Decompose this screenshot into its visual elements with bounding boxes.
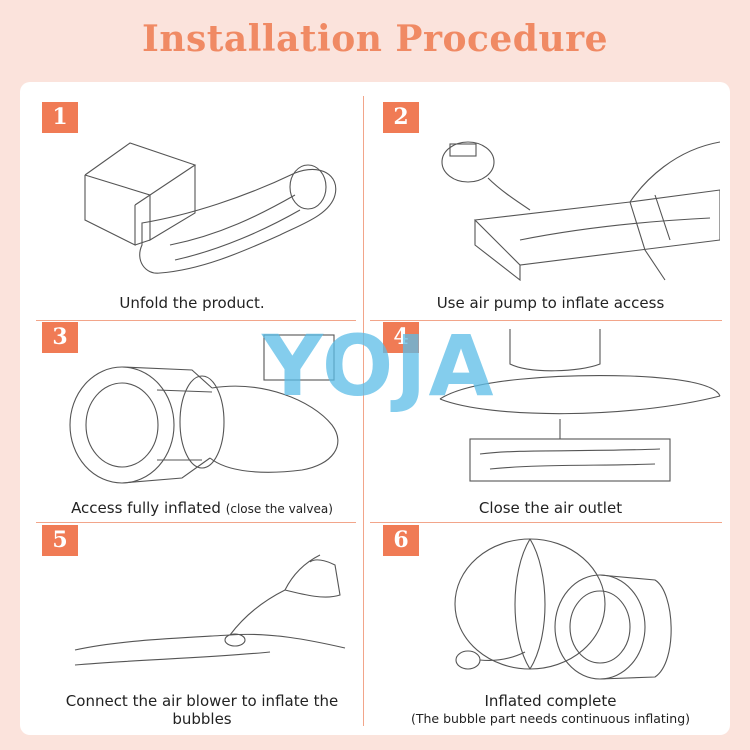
step-5-caption: Connect the air blower to inflate the bu…: [65, 692, 339, 728]
step-3-badge: 3: [42, 322, 78, 353]
step-6-badge: 6: [383, 525, 419, 556]
step-4-illustration: [439, 329, 721, 482]
instruction-sheet: [20, 82, 730, 735]
step-2-caption: Use air pump to inflate access: [436, 294, 665, 312]
row-divider-2-right: [370, 522, 722, 523]
row-divider-1-right: [370, 320, 722, 321]
row-divider-1-left: [36, 320, 356, 321]
step-2-badge: 2: [383, 102, 419, 133]
step-6-caption-text: Inflated complete: [484, 692, 617, 710]
step-1-illustration: [84, 142, 337, 274]
step-5-badge: 5: [42, 525, 78, 556]
step-3-illustration: [69, 334, 339, 484]
step-3-caption-text: Access fully inflated: [71, 499, 221, 517]
step-3-caption: Access fully inflated (close the valvea): [42, 499, 362, 518]
step-6-caption-note: (The bubble part needs continuous inflat…: [410, 711, 691, 726]
step-5-illustration: [74, 554, 346, 666]
step-3-caption-note: (close the valvea): [225, 502, 333, 516]
step-1-caption: Unfold the product.: [119, 294, 265, 312]
step-2-illustration: [441, 141, 720, 282]
column-divider: [363, 96, 364, 726]
row-divider-2-left: [36, 522, 356, 523]
step-6-caption: Inflated complete (The bubble part needs…: [383, 692, 718, 728]
page-title: Installation Procedure: [141, 18, 609, 60]
step-6-illustration: [454, 538, 672, 680]
step-1-badge: 1: [42, 102, 78, 133]
step-4-badge: 4: [383, 322, 419, 353]
step-4-caption: Close the air outlet: [478, 499, 623, 517]
